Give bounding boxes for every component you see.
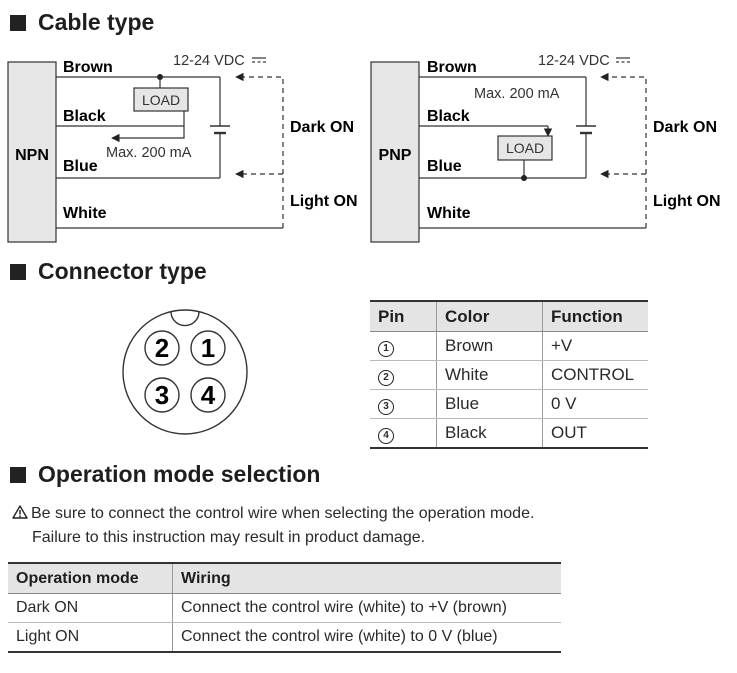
pin-table-header: Color bbox=[436, 300, 543, 332]
npn-load-label: LOAD bbox=[142, 92, 180, 108]
npn-wire-white: White bbox=[63, 205, 107, 222]
table-row: 4 Black OUT bbox=[370, 418, 648, 449]
pnp-wire-black: Black bbox=[427, 108, 470, 125]
pin-table-header-row: Pin Color Function bbox=[370, 300, 648, 332]
connector-outline bbox=[122, 309, 248, 435]
pnp-light-on: Light ON bbox=[653, 193, 721, 210]
pnp-diagram: PNP LOAD Max. 200 mA 12-24 VDC Brown Bla… bbox=[370, 53, 721, 243]
npn-sensor-box bbox=[7, 61, 57, 243]
connector-pin-4: 4 bbox=[190, 377, 226, 413]
pin-cell: 3 bbox=[370, 389, 437, 419]
table-row: Dark ON Connect the control wire (white)… bbox=[8, 593, 561, 623]
connector-pin-3: 3 bbox=[144, 377, 180, 413]
function-cell: +V bbox=[542, 331, 648, 361]
mode-cell: Dark ON bbox=[8, 593, 173, 623]
svg-text:4: 4 bbox=[201, 380, 216, 410]
pin-cell: 1 bbox=[370, 331, 437, 361]
op-table-header: Wiring bbox=[172, 562, 561, 594]
wiring-cell: Connect the control wire (white) to 0 V … bbox=[172, 622, 561, 653]
circled-number-icon: 1 bbox=[378, 340, 394, 357]
section-title-connector: Connector type bbox=[10, 258, 207, 285]
color-cell: White bbox=[436, 360, 543, 390]
npn-max-current: Max. 200 mA bbox=[106, 145, 192, 161]
function-cell: 0 V bbox=[542, 389, 648, 419]
square-bullet-icon bbox=[10, 263, 26, 280]
pin-table: Pin Color Function 1 Brown +V 2 White CO… bbox=[370, 300, 648, 449]
table-row: Light ON Connect the control wire (white… bbox=[8, 622, 561, 653]
npn-load-box bbox=[133, 87, 189, 112]
connector-pin-2: 2 bbox=[144, 330, 180, 366]
warning-triangle-icon bbox=[12, 502, 28, 526]
svg-text:1: 1 bbox=[201, 333, 215, 363]
npn-wire-blue: Blue bbox=[63, 158, 98, 175]
pnp-max-current: Max. 200 mA bbox=[474, 86, 560, 102]
npn-light-on: Light ON bbox=[290, 193, 358, 210]
warning-line-2: Failure to this instruction may result i… bbox=[32, 529, 426, 546]
npn-battery-icon bbox=[210, 77, 230, 178]
pnp-sensor-box bbox=[370, 61, 420, 243]
square-bullet-icon bbox=[10, 466, 26, 483]
npn-dark-on: Dark ON bbox=[290, 119, 354, 136]
dc-symbol-icon bbox=[252, 57, 266, 63]
pin-table-header: Function bbox=[542, 300, 648, 332]
svg-text:3: 3 bbox=[155, 380, 169, 410]
pnp-voltage: 12-24 VDC bbox=[538, 53, 610, 69]
warning-note: Be sure to connect the control wire when… bbox=[12, 502, 534, 550]
pnp-dark-on: Dark ON bbox=[653, 119, 717, 136]
pnp-load-box bbox=[497, 135, 553, 161]
npn-label: NPN bbox=[15, 147, 49, 164]
dc-symbol-icon bbox=[616, 57, 630, 63]
function-cell: OUT bbox=[542, 418, 648, 449]
pnp-label: PNP bbox=[379, 147, 412, 164]
pin-cell: 4 bbox=[370, 418, 437, 449]
pnp-load-label: LOAD bbox=[506, 140, 544, 156]
op-table-header: Operation mode bbox=[8, 562, 173, 594]
circled-number-icon: 3 bbox=[378, 398, 394, 415]
color-cell: Blue bbox=[436, 389, 543, 419]
table-row: 3 Blue 0 V bbox=[370, 389, 648, 419]
table-row: 1 Brown +V bbox=[370, 331, 648, 361]
pnp-wire-blue: Blue bbox=[427, 158, 462, 175]
svg-text:2: 2 bbox=[155, 333, 169, 363]
section-title-operation: Operation mode selection bbox=[10, 461, 320, 488]
operation-mode-table: Operation mode Wiring Dark ON Connect th… bbox=[8, 562, 561, 653]
pnp-battery-icon bbox=[576, 77, 596, 178]
circled-number-icon: 4 bbox=[378, 427, 394, 444]
section-title-cable: Cable type bbox=[10, 9, 154, 36]
npn-wire-brown: Brown bbox=[63, 59, 113, 76]
pnp-wire-brown: Brown bbox=[427, 59, 477, 76]
pin-table-header: Pin bbox=[370, 300, 437, 332]
color-cell: Brown bbox=[436, 331, 543, 361]
table-row: 2 White CONTROL bbox=[370, 360, 648, 390]
color-cell: Black bbox=[436, 418, 543, 449]
connector-pinout-diagram: 2 1 3 4 bbox=[122, 309, 248, 435]
connector-pin-1: 1 bbox=[190, 330, 226, 366]
npn-wire-black: Black bbox=[63, 108, 106, 125]
wiring-cell: Connect the control wire (white) to +V (… bbox=[172, 593, 561, 623]
square-bullet-icon bbox=[10, 14, 26, 31]
circled-number-icon: 2 bbox=[378, 369, 394, 386]
mode-cell: Light ON bbox=[8, 622, 173, 653]
pin-cell: 2 bbox=[370, 360, 437, 390]
pnp-wire-white: White bbox=[427, 205, 471, 222]
cable-wiring-diagram: NPN LOAD Max. 200 mA 12-24 VDC bbox=[7, 53, 721, 243]
npn-voltage: 12-24 VDC bbox=[173, 53, 245, 69]
npn-diagram: NPN LOAD Max. 200 mA 12-24 VDC bbox=[7, 53, 358, 243]
function-cell: CONTROL bbox=[542, 360, 648, 390]
warning-line-1: Be sure to connect the control wire when… bbox=[31, 505, 535, 522]
op-table-header-row: Operation mode Wiring bbox=[8, 562, 561, 594]
connector-key-notch bbox=[170, 311, 200, 327]
